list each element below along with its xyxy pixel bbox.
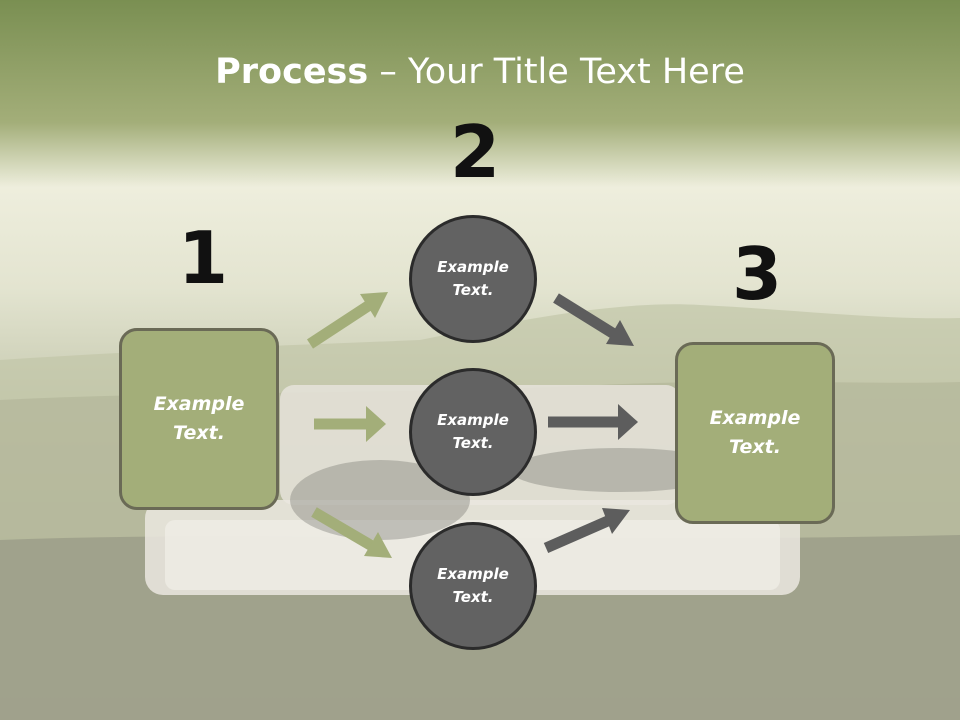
step-number-3: 3 [732,232,783,316]
step-3-box: Example Text. [675,342,835,524]
circle-top-line2: Text. [452,281,494,299]
step-2-circle-middle: Example Text. [409,368,537,496]
step-number-1: 1 [178,216,229,300]
arrow-green-middle [314,406,386,442]
step-2-circle-bottom: Example Text. [409,522,537,650]
step-1-box-line1: Example [153,393,245,415]
step-2-circle-top: Example Text. [409,215,537,343]
arrow-gray-up [543,508,630,554]
title-rest: – Your Title Text Here [368,52,745,92]
circle-bottom-line1: Example [437,565,509,583]
title-bold: Process [215,52,369,92]
arrow-green-up [306,292,388,349]
step-1-box: Example Text. [119,328,279,510]
circle-middle-line1: Example [437,411,509,429]
step-3-box-line1: Example [709,407,801,429]
slide-title: Process – Your Title Text Here [0,52,960,92]
arrow-gray-middle [548,404,638,440]
arrow-gray-down [553,293,634,346]
arrow-green-down [311,507,392,558]
circle-top-line1: Example [437,258,509,276]
circle-bottom-line2: Text. [452,588,494,606]
step-number-2: 2 [450,110,501,194]
step-1-box-line2: Text. [173,422,225,444]
step-3-box-line2: Text. [729,436,781,458]
circle-middle-line2: Text. [452,434,494,452]
